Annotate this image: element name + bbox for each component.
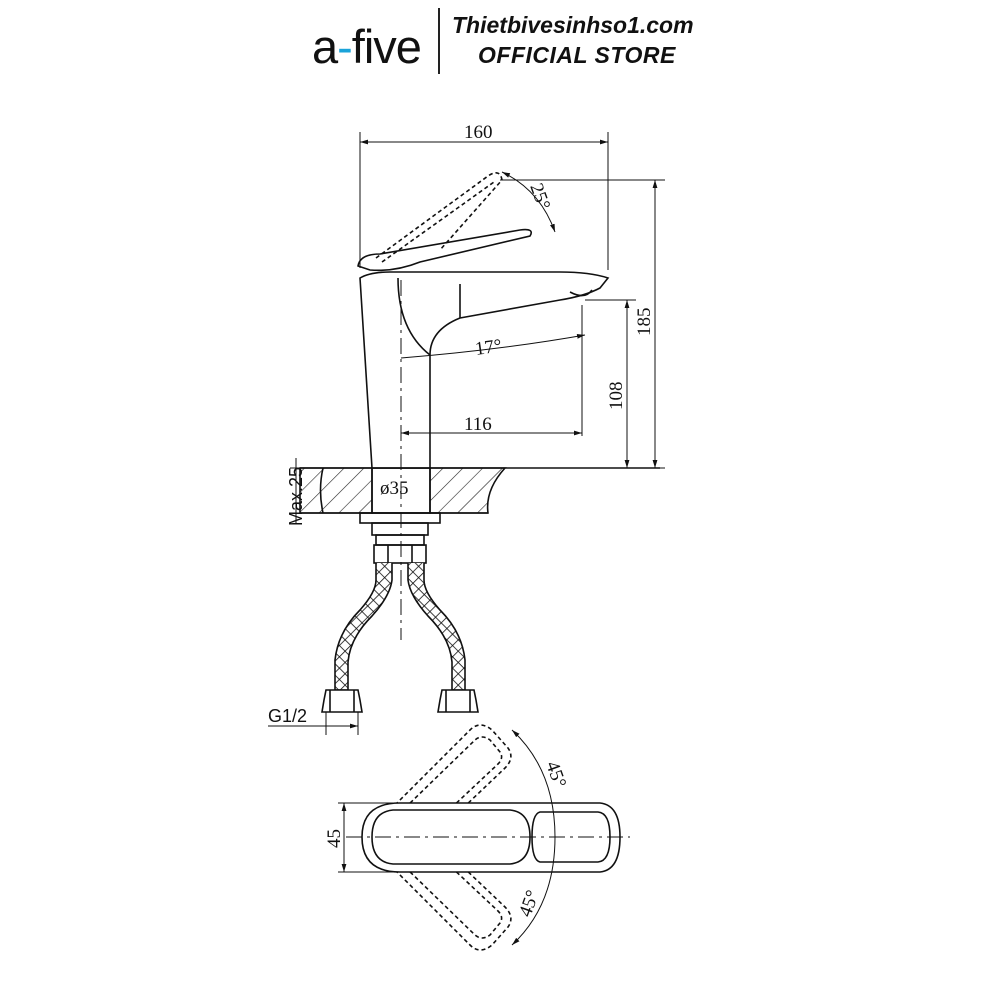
hose-left	[334, 563, 393, 691]
store-url: Thietbivesinhso1.com	[452, 12, 694, 38]
dim-reach-label: 116	[464, 414, 492, 435]
handle-rotated-up	[394, 724, 512, 831]
side-view	[299, 172, 660, 713]
header-divider	[438, 8, 440, 74]
faucet-body	[359, 271, 610, 469]
dim-diameter-label: ø35	[380, 478, 409, 499]
header: a-five Thietbivesinhso1.com OFFICIAL STO…	[0, 0, 1000, 80]
dim-thread-label: G1/2	[268, 706, 307, 726]
top-view	[338, 724, 630, 951]
hose-right	[407, 563, 466, 691]
dim-thickness-label: Max.25	[286, 467, 306, 526]
countertop-left	[299, 467, 373, 514]
dim-spout-angle-label: 17°	[474, 335, 503, 359]
brand-logo: a-five	[312, 20, 422, 73]
dim-top-width-label: 45	[324, 829, 345, 848]
dim-rotate-upper-label: 45°	[541, 759, 570, 791]
dim-spout-height-label: 108	[606, 382, 627, 411]
logo-prefix: a	[312, 20, 338, 73]
logo-mid: -	[337, 20, 353, 73]
dim-handle-angle-label: 25°	[525, 181, 554, 213]
handle-rotated-down	[394, 844, 512, 951]
store-label: OFFICIAL STORE	[478, 42, 676, 68]
countertop-right	[429, 467, 507, 514]
dim-rotate-lower-label: 45°	[515, 888, 544, 920]
dimension-lines	[268, 132, 665, 735]
dim-width-label: 160	[464, 122, 493, 143]
handle-closed	[357, 228, 533, 272]
logo-suffix: five	[351, 20, 422, 73]
fitting-left	[321, 689, 363, 713]
dim-height-label: 185	[634, 308, 655, 337]
fitting-right	[437, 689, 479, 713]
